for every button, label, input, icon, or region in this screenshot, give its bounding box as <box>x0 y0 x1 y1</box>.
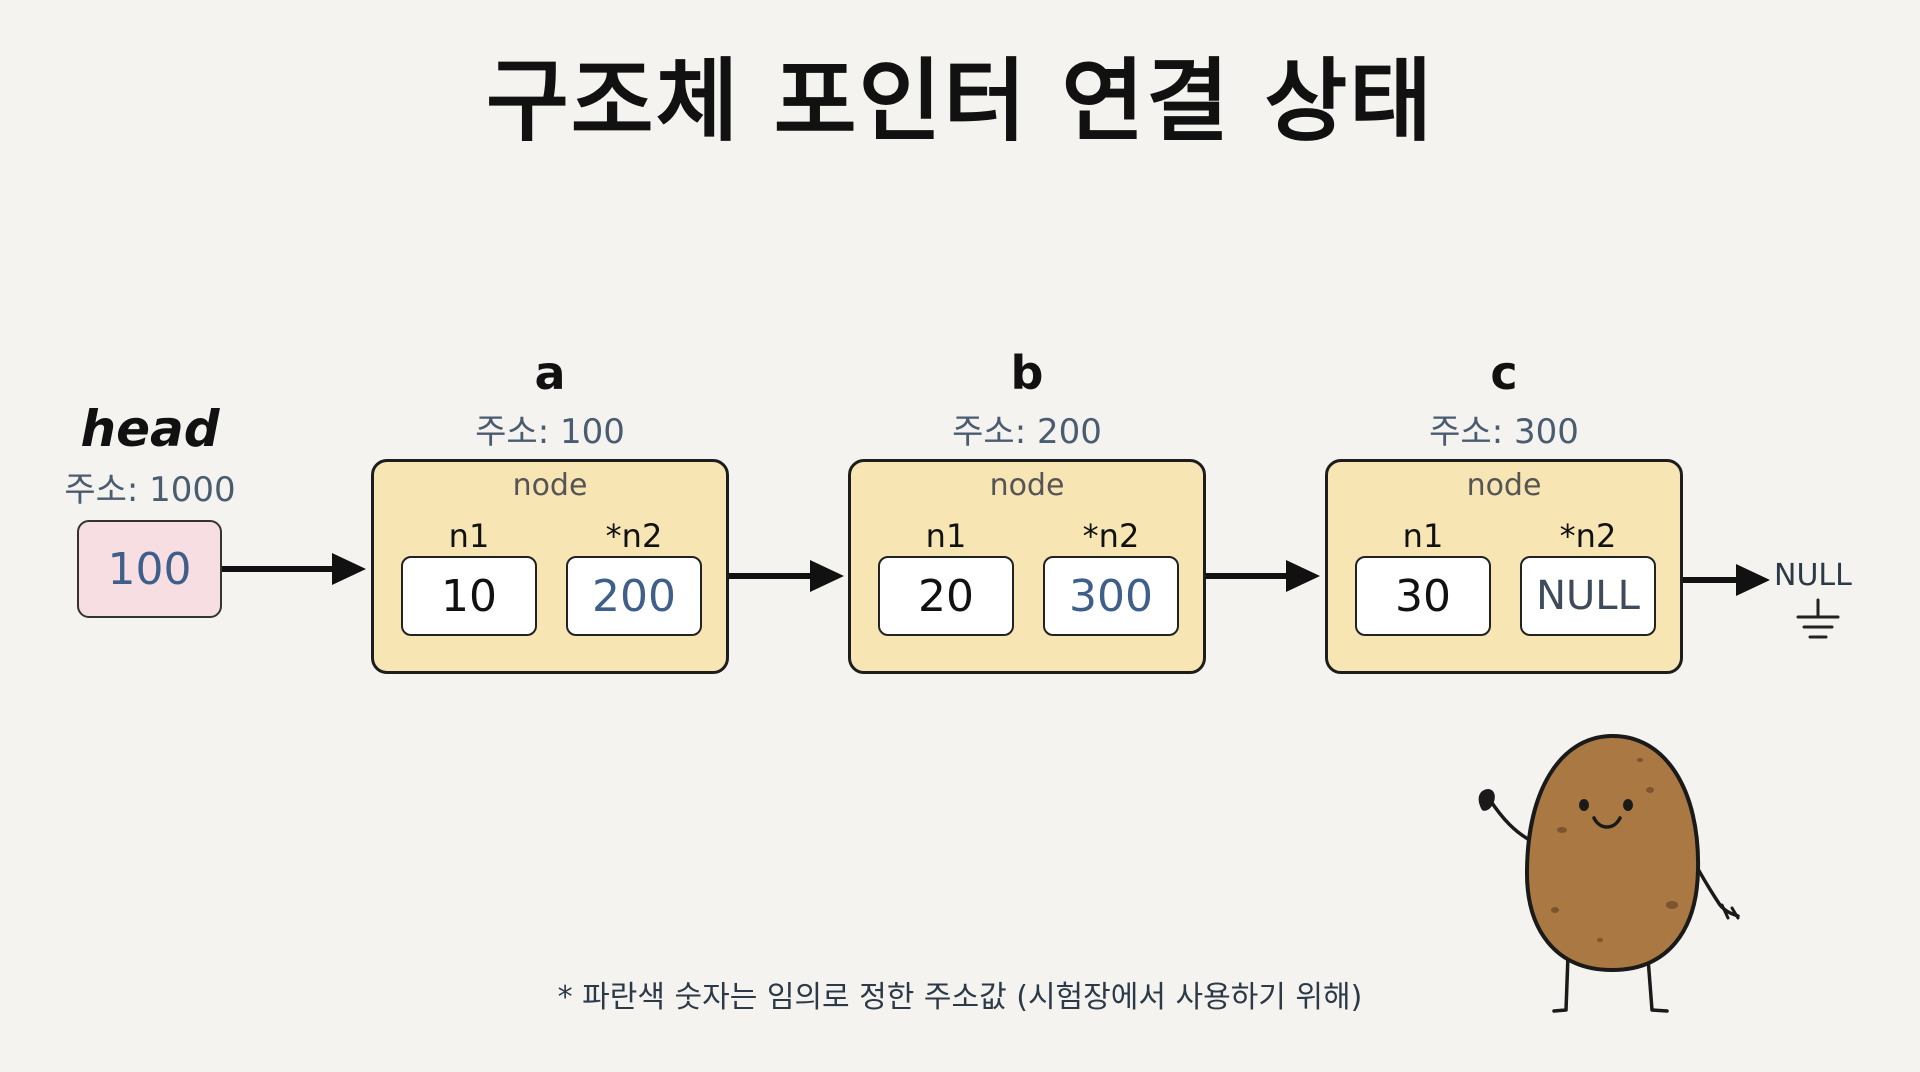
arrow-right-icon <box>1683 564 1770 596</box>
field-label-n1: n1 <box>1402 517 1444 555</box>
field-label-n1: n1 <box>448 517 490 555</box>
arrow-right-icon <box>222 553 366 585</box>
node-name-c: c <box>1490 346 1518 400</box>
footnote: * 파란색 숫자는 임의로 정한 주소값 (시험장에서 사용하기 위해) <box>557 980 1363 1015</box>
field-value-n1: 30 <box>1355 556 1491 636</box>
null-terminator-label: NULL <box>1774 558 1852 593</box>
node-name-a: a <box>534 346 566 400</box>
field-label-n2: *n2 <box>1082 517 1140 555</box>
field-value-n2-null: NULL <box>1520 556 1656 636</box>
field-value-n1: 20 <box>878 556 1014 636</box>
node-address-c: 주소: 300 <box>1429 412 1579 452</box>
arrow-right-icon <box>729 560 844 592</box>
head-address: 주소: 1000 <box>64 470 236 510</box>
arrow-right-icon <box>1206 560 1320 592</box>
node-box-b: node n1 *n2 20 300 <box>848 459 1206 674</box>
node-box-a: node n1 *n2 10 200 <box>371 459 729 674</box>
head-label: head <box>80 400 220 458</box>
field-label-n1: n1 <box>925 517 967 555</box>
node-name-b: b <box>1010 346 1044 400</box>
field-value-n1: 10 <box>401 556 537 636</box>
node-address-a: 주소: 100 <box>475 412 625 452</box>
head-value: 100 <box>107 543 192 595</box>
field-value-n2: 200 <box>566 556 702 636</box>
field-value-n2: 300 <box>1043 556 1179 636</box>
node-address-b: 주소: 200 <box>952 412 1102 452</box>
head-pointer-box: 100 <box>77 520 222 618</box>
ground-icon <box>1796 598 1840 639</box>
page-title: 구조체 포인터 연결 상태 <box>486 49 1434 154</box>
node-struct-label: node <box>1466 468 1542 503</box>
node-struct-label: node <box>989 468 1065 503</box>
node-struct-label: node <box>512 468 588 503</box>
potato-mascot-icon <box>1478 733 1740 1013</box>
field-label-n2: *n2 <box>605 517 663 555</box>
node-box-c: node n1 *n2 30 NULL <box>1325 459 1683 674</box>
field-label-n2: *n2 <box>1559 517 1617 555</box>
